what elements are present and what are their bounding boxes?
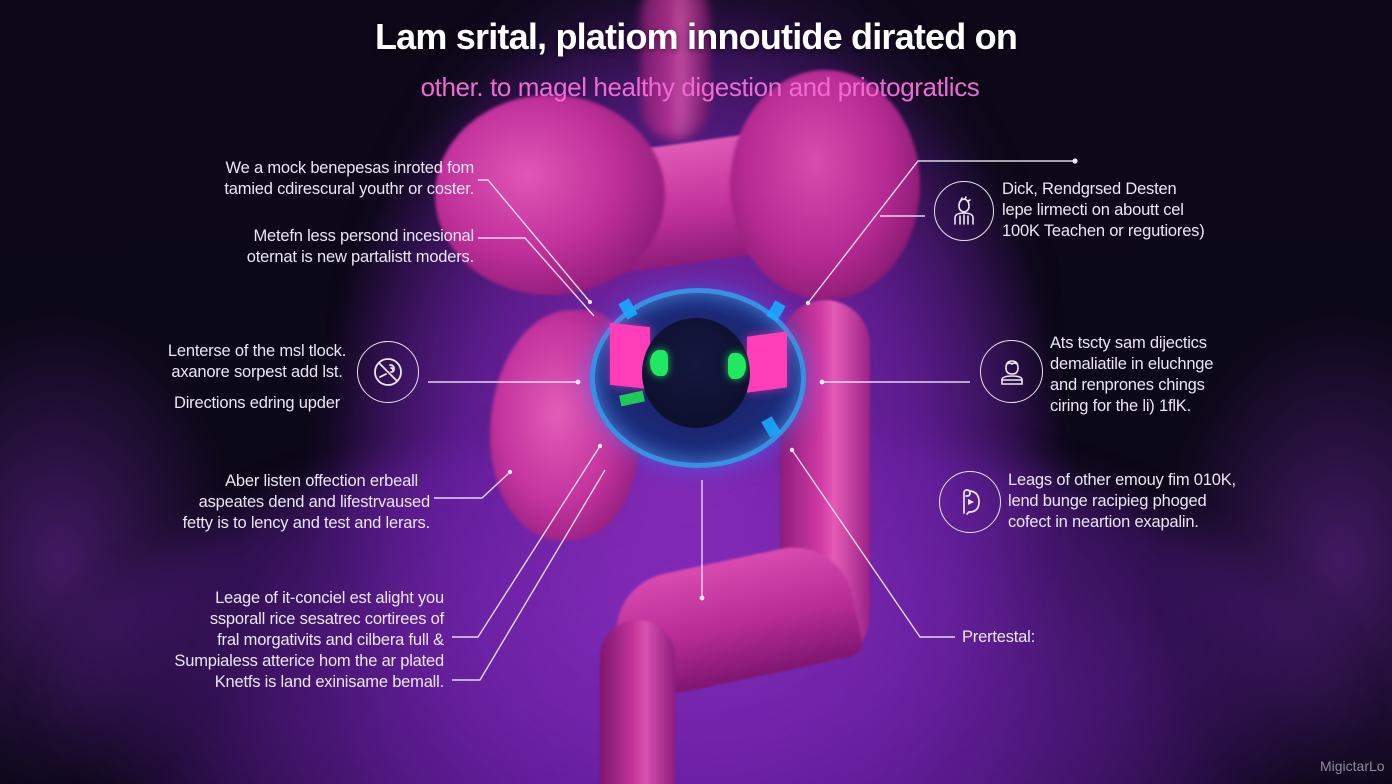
watermark: MigictarLo xyxy=(1320,758,1385,774)
callout-line: cofect in neartion exapalin. xyxy=(1008,513,1199,531)
no-smoking-icon xyxy=(357,341,419,403)
orb-green-dot-left xyxy=(650,350,668,376)
callout-line: Knetfs is land exinisame bemall. xyxy=(214,673,445,691)
intestine-lower-tube xyxy=(600,620,675,784)
person-bust-icon xyxy=(980,340,1043,403)
callout-line: Metefn less persond incesional xyxy=(253,227,474,245)
orb-green-dot-right xyxy=(728,353,746,379)
callout-line: tamied cdirescural youthr or coster. xyxy=(224,180,474,198)
callout-line: Dick, Rendgrsed Desten xyxy=(1002,180,1177,198)
callout-line: Leage of it-conciel est alight you xyxy=(215,589,444,607)
callout-left-3: Lenterse of the msl tlock. axanore sorpe… xyxy=(150,341,364,414)
callout-line: Ats tscty sam dijectics xyxy=(1050,334,1207,352)
esophagus xyxy=(640,0,710,140)
callout-line: Lenterse of the msl tlock. xyxy=(167,342,347,360)
callout-line: Leags of other emouy fim 010K, xyxy=(1008,471,1236,489)
callout-line: and renprones chings xyxy=(1050,376,1205,394)
stomach-loop-left xyxy=(435,95,665,295)
page-subtitle: other. to magel healthy digestion and pr… xyxy=(420,72,980,102)
callout-line: aspeates dend and lifestrvaused xyxy=(198,493,431,511)
callout-line: 100K Teachen or regutiores) xyxy=(1002,222,1205,240)
callout-line: Directions edring upder xyxy=(174,394,340,412)
callout-line: ssporall rice sesatrec cortirees of xyxy=(209,610,444,628)
person-icon xyxy=(934,181,994,241)
callout-left-2: Metefn less persond incesional oternat i… xyxy=(180,226,474,268)
callout-line: fral morgativits and cilbera full & xyxy=(217,631,444,649)
callout-left-5: Leage of it-conciel est alight you sspor… xyxy=(150,588,444,693)
stomach-loop-right xyxy=(730,70,920,300)
page-title: Lam srital, platiom innoutide dirated on xyxy=(374,16,1018,57)
callout-right-1: Dick, Rendgrsed Desten lepe lirmecti on … xyxy=(1002,179,1262,242)
callout-line: demaliatile in eluchnge xyxy=(1050,355,1214,373)
callout-line: Aber listen offection erbeall xyxy=(225,472,418,490)
callout-line: ciring for the li) 1flK. xyxy=(1050,397,1192,415)
callout-line: axanore sorpest add lst. xyxy=(171,363,343,381)
callout-line: Sumpialess atterice hom the ar plated xyxy=(174,652,444,670)
callout-left-1: We a mock benepesas inroted fom tamied c… xyxy=(190,158,474,200)
callout-line: lepe lirmecti on aboutt cel xyxy=(1002,201,1184,219)
callout-line: We a mock benepesas inroted fom xyxy=(225,159,475,177)
callout-line: oternat is new partalistt moders. xyxy=(246,248,474,266)
callout-right-4: Prertestal: xyxy=(962,627,1102,648)
callout-right-3: Leags of other emouy fim 010K, lend bung… xyxy=(1008,470,1278,533)
callout-left-4: Aber listen offection erbeall aspeates d… xyxy=(160,471,431,534)
callout-right-2: Ats tscty sam dijectics demaliatile in e… xyxy=(1050,333,1270,417)
play-cycle-icon xyxy=(939,471,1001,533)
callout-line: lend bunge racipieg phoged xyxy=(1008,492,1207,510)
callout-line: fetty is to lency and test and lerars. xyxy=(182,514,431,532)
callout-line: Prertestal: xyxy=(962,628,1035,646)
